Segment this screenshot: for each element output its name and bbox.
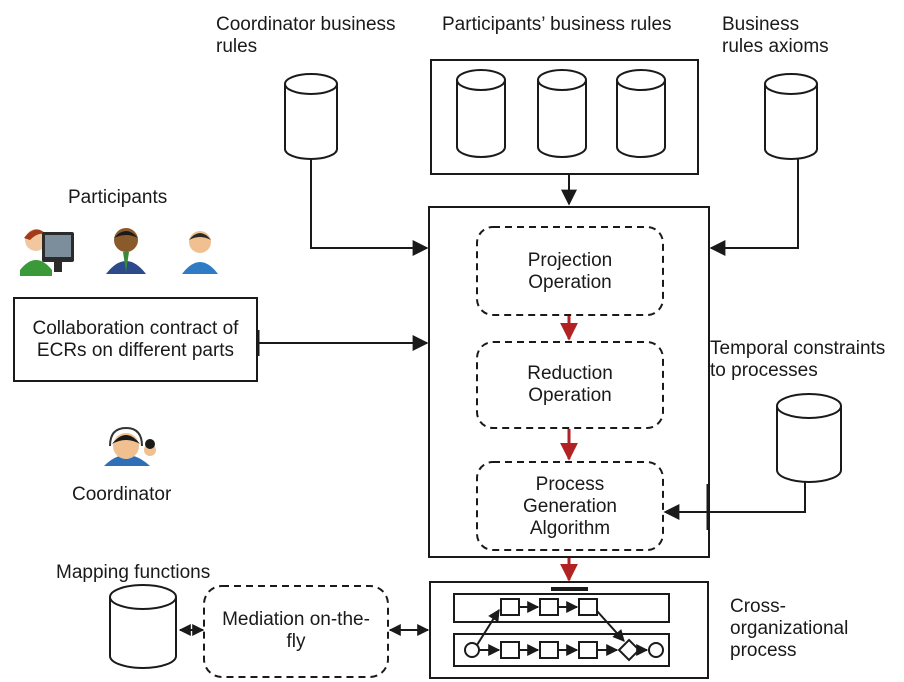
mediation-label: Mediation on-the-fly [222,609,370,652]
participants-rules-label: Participants’ business rules [442,14,672,35]
temporal-constraints-label: Temporal constraints to processes [710,338,886,381]
generation-box [476,461,664,551]
generation-label: Process Generation Algorithm [522,474,617,539]
temporal-constraints-database-icon [776,393,842,483]
participant-icon [182,231,218,274]
collaboration-contract-box: Collaboration contract of ECRs on differ… [13,297,258,382]
mapping-functions-database-icon [109,584,177,669]
reduction-label: Reduction Operation [527,363,613,406]
participants-label: Participants [68,187,168,208]
coordinator-rules-label: Coordinator business rules [216,14,396,57]
cross-org-process-label: Cross-organizational process [730,596,849,661]
mapping-functions-label: Mapping functions [56,562,211,583]
participant-rules-database-icon [456,69,666,158]
reduction-box [476,341,664,429]
axioms-database-icon [764,73,818,160]
coordinator-rules-connector [310,159,429,256]
coordinator-label: Coordinator [72,484,172,505]
projection-label: Projection Operation [527,250,613,293]
coordinator-rules-database-icon [284,73,338,160]
axioms-label: Business rules axioms [722,14,829,57]
axioms-connector [709,159,799,256]
projection-box [476,226,664,316]
coordinator-headset-icon [104,426,156,466]
participant-at-computer-icon [20,229,74,276]
temporal-connector [663,482,806,520]
processing-box [428,206,710,558]
participant-in-suit-icon [106,228,146,274]
bpmn-process-icon [429,581,709,679]
mediation-box [203,585,389,678]
